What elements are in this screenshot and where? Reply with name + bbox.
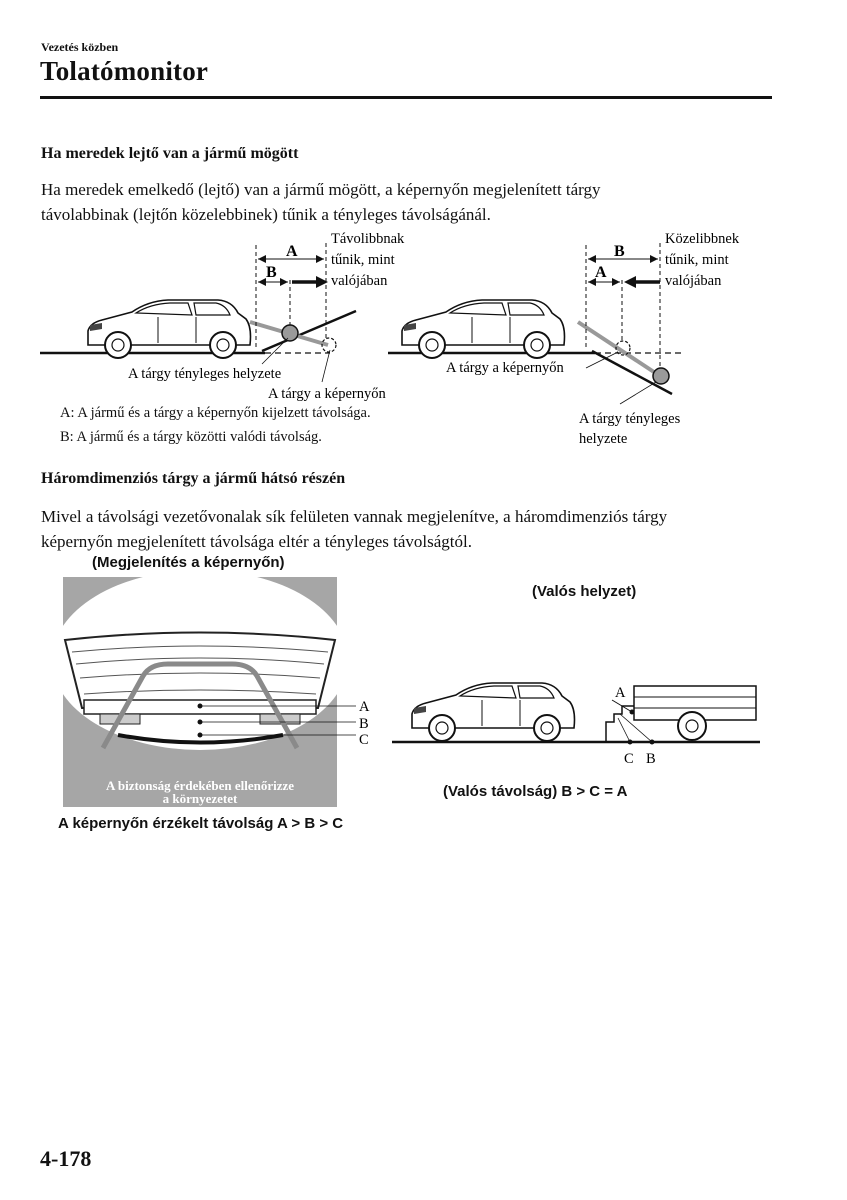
section-heading-slope: Ha meredek lejtő van a jármű mögött — [41, 145, 299, 162]
screen-caption: (Megjelenítés a képernyőn) — [92, 554, 285, 571]
paragraph-line: képernyőn megjelenített távolsága eltér … — [41, 532, 472, 551]
real-label-b: B — [646, 751, 656, 767]
screen-label-a: A — [359, 699, 370, 715]
note-line: Közelibbnek — [665, 231, 740, 247]
screen-warning-line: a környezetet — [163, 791, 238, 806]
paragraph-line: Mivel a távolsági vezetővonalak sík felü… — [41, 507, 668, 526]
page-title: Tolatómonitor — [40, 56, 209, 86]
distance-label-a: A — [286, 243, 298, 260]
section-heading-3d: Háromdimenziós tárgy a jármű hátsó részé… — [41, 470, 346, 487]
paragraph-line: távolabbinak (lejtőn közelebbinek) tűnik… — [41, 205, 491, 224]
page-number: 4-178 — [40, 1146, 92, 1171]
actual-position-label: helyzete — [579, 431, 627, 447]
real-situation-diagram: A C B — [392, 682, 760, 767]
screen-label-c: C — [359, 732, 369, 748]
real-label-c: C — [624, 751, 634, 767]
distance-label-a: A — [595, 264, 607, 281]
slope-diagram: A B Távolibbnak tűnik, mint valójában A … — [40, 231, 740, 447]
note-line: Távolibbnak — [331, 231, 405, 247]
slope-diagram-right: B A Közelibbnek tűnik, mint valójában A … — [388, 231, 740, 447]
car-icon — [411, 682, 576, 742]
object-actual-icon — [652, 367, 670, 385]
actual-position-label: A tárgy tényleges helyzete — [128, 366, 281, 382]
on-screen-label: A tárgy a képernyőn — [446, 360, 564, 376]
distance-label-b: B — [266, 264, 277, 281]
real-distance-text: (Valós távolság) B > C = A — [443, 783, 628, 800]
real-label-a: A — [615, 685, 626, 701]
screen-label-b: B — [359, 716, 369, 732]
screen-distance-text: A képernyőn érzékelt távolság A > B > C — [58, 815, 344, 832]
section-label: Vezetés közben — [41, 40, 119, 54]
title-divider — [40, 96, 772, 99]
note-line: valójában — [665, 273, 722, 289]
object-on-screen-icon — [615, 340, 631, 356]
legend-b: B: A jármű és a tárgy közötti valódi táv… — [60, 429, 322, 445]
paragraph-slope: Ha meredek emelkedő (lejtő) van a jármű … — [41, 177, 771, 227]
screen-warning-line: A biztonság érdekében ellenőrizze — [106, 778, 294, 793]
on-screen-label: A tárgy a képernyőn — [268, 386, 386, 402]
camera-screen: A B C A biztonság érdekében ellenőrizze … — [52, 570, 370, 807]
note-line: tűnik, mint — [665, 252, 729, 268]
note-line: tűnik, mint — [331, 252, 395, 268]
legend-a: A: A jármű és a tárgy a képernyőn kijelz… — [60, 405, 371, 421]
paragraph-3d: Mivel a távolsági vezetővonalak sík felü… — [41, 504, 771, 554]
note-line: valójában — [331, 273, 388, 289]
object-on-screen-icon — [321, 337, 337, 353]
real-caption: (Valós helyzet) — [532, 583, 637, 600]
paragraph-line: Ha meredek emelkedő (lejtő) van a jármű … — [41, 180, 601, 199]
slope-diagram-left: A B Távolibbnak tűnik, mint valójában A … — [40, 231, 405, 402]
camera-screen-diagram: A B C A biztonság érdekében ellenőrizze … — [52, 570, 760, 807]
distance-label-b: B — [614, 243, 625, 260]
actual-position-label: A tárgy tényleges — [579, 411, 681, 427]
